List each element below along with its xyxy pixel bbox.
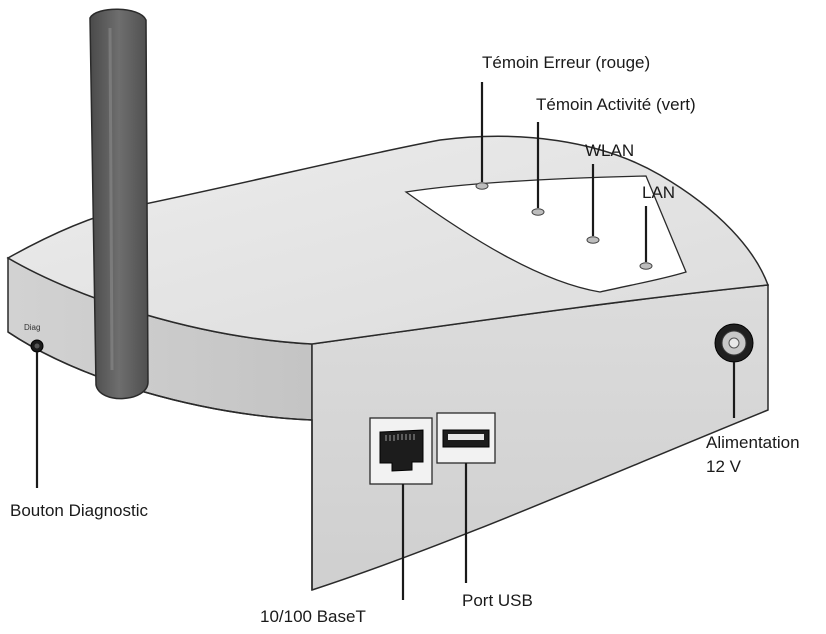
- led-panel: [404, 175, 687, 293]
- ethernet-port-pins: [385, 434, 415, 441]
- power-jack-pin: [728, 337, 740, 349]
- label-error-led: Témoin Erreur (rouge): [482, 53, 651, 72]
- leader-lines: [35, 82, 736, 600]
- led-wlan: [586, 236, 600, 244]
- ethernet-port-icon: [379, 429, 424, 472]
- label-usb-port: Port USB: [462, 591, 533, 610]
- label-power-line1: Alimentation: [706, 433, 800, 452]
- label-activity-led: Témoin Activité (vert): [536, 95, 696, 114]
- label-ethernet-port: 10/100 BaseT: [260, 607, 366, 626]
- label-power-line2: 12 V: [706, 457, 741, 476]
- led-activity: [531, 208, 545, 216]
- label-lan-led: LAN: [642, 183, 676, 202]
- diag-mark: Diag: [24, 323, 40, 332]
- diag-button-center: [34, 343, 40, 349]
- label-diag-button: Bouton Diagnostic: [10, 501, 148, 520]
- antenna: [89, 8, 149, 400]
- usb-port-tongue: [448, 434, 484, 440]
- led-lan: [639, 262, 653, 270]
- led-error: [475, 182, 489, 190]
- antenna-highlight: [108, 27, 114, 371]
- label-wlan-led: WLAN: [585, 141, 635, 160]
